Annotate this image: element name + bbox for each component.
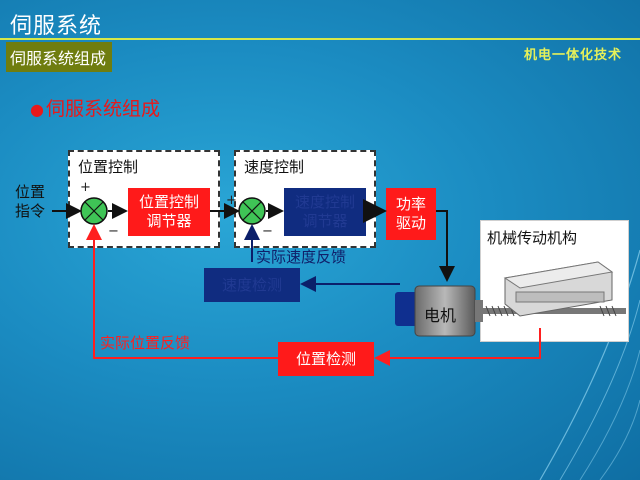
bullet-dot-icon: ● [30,100,44,119]
power-drive-block: 功率驱动 [386,188,436,240]
plus-sign-position: + [80,180,91,195]
bullet-heading: ●伺服系统组成 [30,94,160,121]
position-control-label: 位置控制 [78,158,139,176]
brand-label: 机电一体化技术 [523,48,622,63]
motor-label: 电机 [424,306,457,325]
mechanism-label: 机械传动机构 [487,229,578,247]
plus-sign-speed: + [226,193,237,208]
input-label: 位置指令 [14,183,45,220]
bullet-text: 伺服系统组成 [45,98,160,120]
position-feedback-label: 实际位置反馈 [100,334,191,352]
position-controller-block: 位置控制调节器 [128,188,210,236]
motor-icon [395,285,483,337]
title-underline [0,38,640,40]
minus-sign-speed: − [262,224,273,239]
section-subtitle: 伺服系统组成 [6,42,113,72]
minus-sign-position: − [108,224,119,239]
ballscrew-icon [483,261,626,317]
position-feedback-line [86,224,278,359]
position-summing-junction-icon [80,197,108,225]
position-sensor-block: 位置检测 [278,342,374,376]
speed-summing-junction-icon [238,197,266,225]
speed-control-label: 速度控制 [244,158,305,176]
position-sensor-feed [374,328,541,366]
speed-feedback-label: 实际速度反馈 [256,248,347,266]
arrow-to-motor [436,210,455,282]
slide-title: 伺服系统 [10,14,103,39]
speed-controller-block: 速度控制调节器 [284,188,366,236]
speed-sensor-block: 速度检测 [204,268,300,302]
